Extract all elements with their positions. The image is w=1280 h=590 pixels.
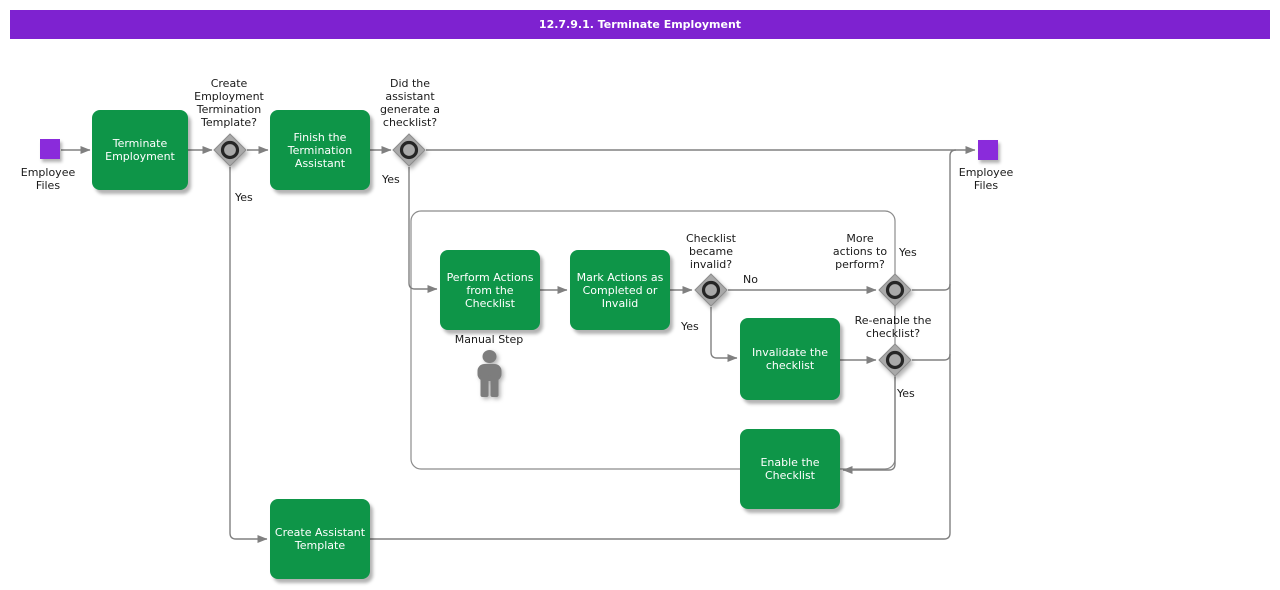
- diagram-title: 12.7.9.1. Terminate Employment: [538, 18, 742, 31]
- end-event-label: Employee Files: [958, 166, 1014, 192]
- gateways: [213, 133, 912, 377]
- gateway-question-more-actions: More actions to perform?: [832, 232, 888, 271]
- edge-label-g3-no: No: [743, 273, 758, 286]
- gateway-more-actions: [878, 273, 912, 307]
- edge-g4-yes-merge: [912, 283, 951, 291]
- subprocess-container: [410, 210, 896, 470]
- flow-connectors: [61, 146, 976, 543]
- edge-label-g1-yes: Yes: [235, 191, 253, 204]
- gateway-create-template: [213, 133, 247, 167]
- activity-finish-termination-assistant: Finish the Termination Assistant: [270, 110, 370, 190]
- activity-perform-actions: Perform Actions from the Checklist: [440, 250, 540, 330]
- gateway-became-invalid: [694, 273, 728, 307]
- edge-label-g4-yes: Yes: [899, 246, 917, 259]
- edge-label-g3-yes: Yes: [681, 320, 699, 333]
- gateway-question-create-template: Create Employment Termination Template?: [194, 77, 264, 129]
- diagram-title-bar: 12.7.9.1. Terminate Employment: [10, 10, 1270, 39]
- edge-create-template-merge: [370, 149, 957, 540]
- gateway-reenable: [878, 343, 912, 377]
- edge-g2-yes-to-perform: [408, 167, 438, 293]
- start-event-employee-files: [40, 139, 60, 159]
- edge-g5-yes-to-enable: [842, 377, 896, 474]
- start-event-label: Employee Files: [20, 166, 76, 192]
- activity-enable-checklist: Enable the Checklist: [740, 429, 840, 509]
- edge-label-g2-yes: Yes: [382, 173, 400, 186]
- edge-g5-merge: [912, 353, 951, 361]
- activity-invalidate-checklist: Invalidate the checklist: [740, 318, 840, 400]
- edge-g3-yes-to-invalidate: [710, 307, 738, 362]
- gateway-question-became-invalid: Checklist became invalid?: [686, 232, 736, 271]
- activity-terminate-employment: Terminate Employment: [92, 110, 188, 190]
- edge-g1-yes-to-create-template: [229, 167, 268, 543]
- gateway-question-generated-checklist: Did the assistant generate a checklist?: [379, 77, 441, 129]
- edge-label-g5-yes: Yes: [897, 387, 915, 400]
- gateway-generated-checklist: [392, 133, 426, 167]
- end-event-employee-files: [978, 140, 998, 160]
- manual-step-label: Manual Step: [454, 333, 524, 346]
- gateway-question-reenable: Re-enable the checklist?: [854, 314, 932, 340]
- activity-mark-actions: Mark Actions as Completed or Invalid: [570, 250, 670, 330]
- manual-step-person-icon: [477, 350, 502, 397]
- activity-create-assistant-template: Create Assistant Template: [270, 499, 370, 579]
